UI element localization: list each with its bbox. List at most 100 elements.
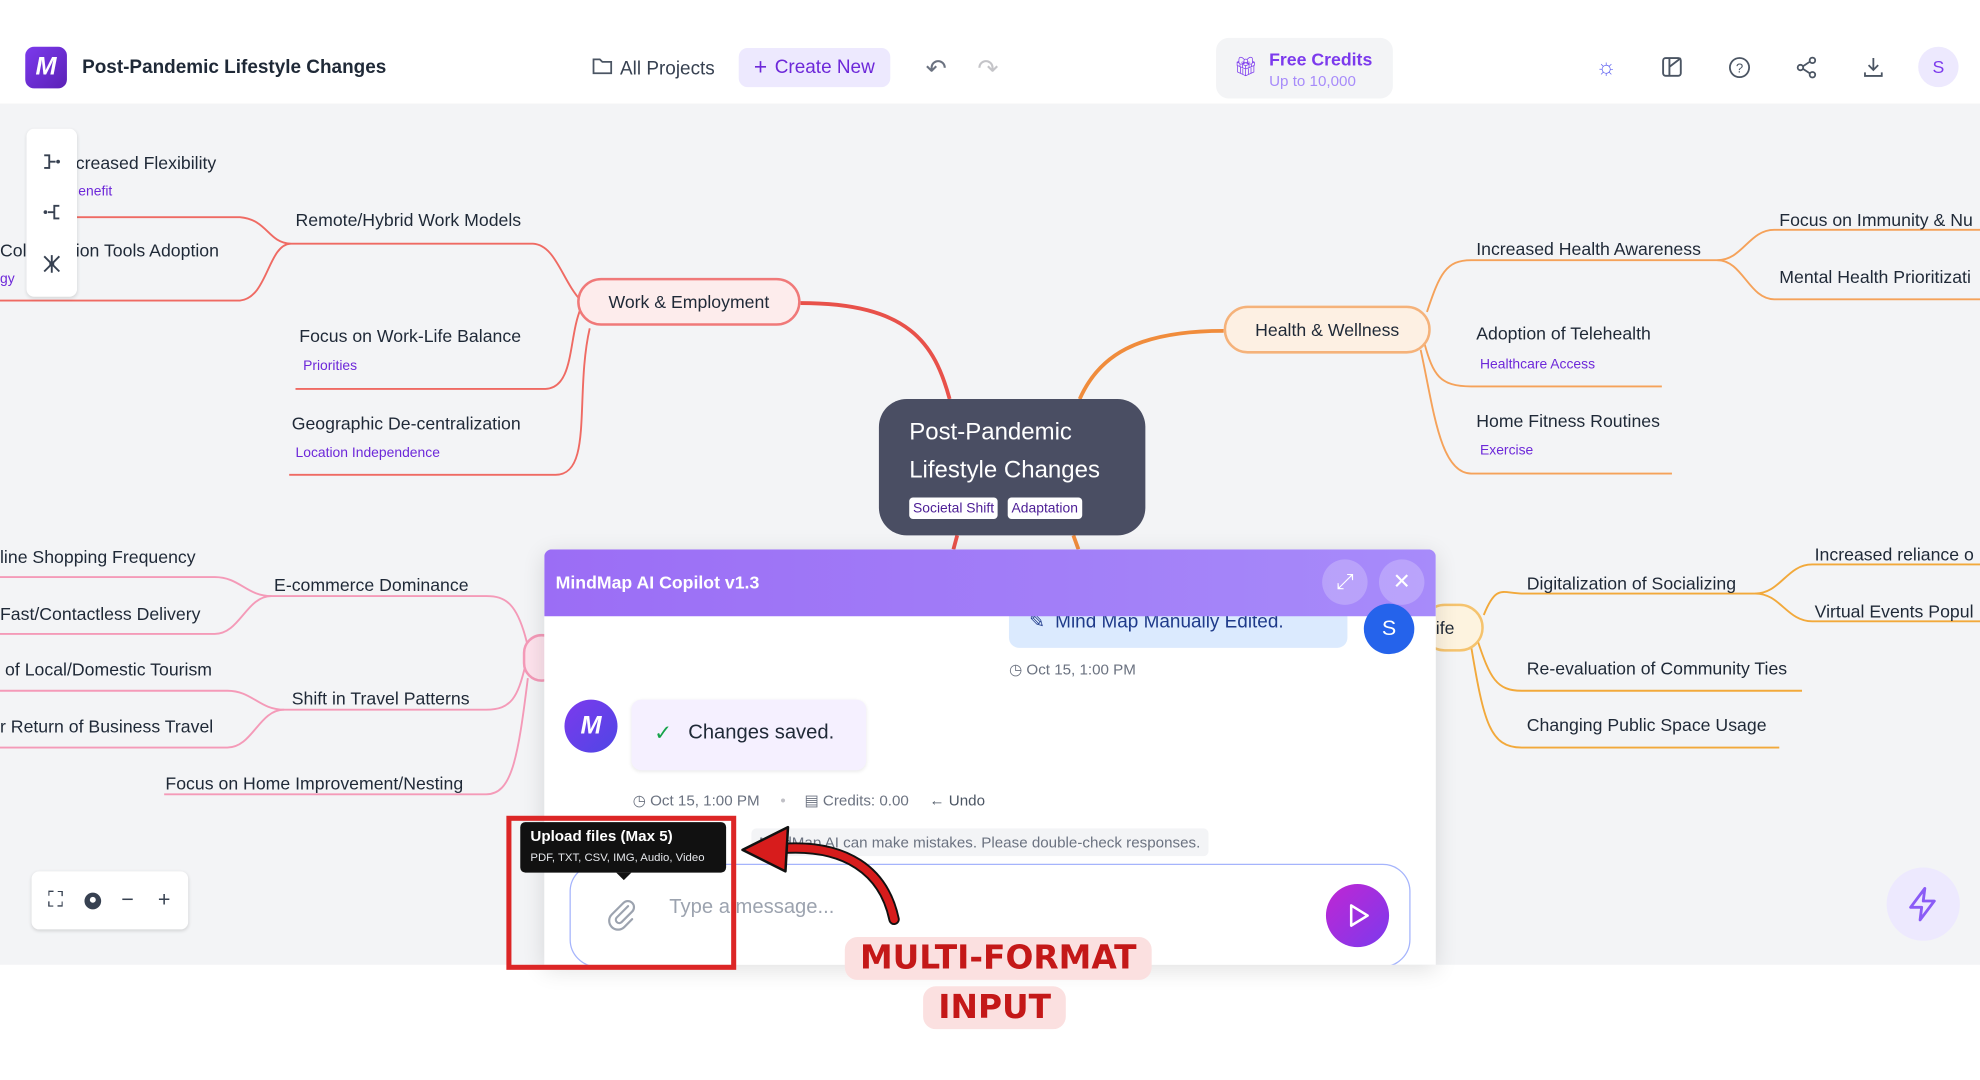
credits-subtitle: Up to 10,000 [1269,71,1356,90]
node-health-awareness[interactable]: Increased Health Awareness [1476,238,1701,259]
node-geo-decentralization[interactable]: Geographic De-centralization [291,412,521,434]
plus-icon: + [753,54,768,80]
gift-icon: 🎁︎ [1233,56,1258,79]
central-title: Post-Pandemic Lifestyle Changes [909,414,1100,490]
zoom-in-icon[interactable]: + [157,887,171,912]
zoom-out-icon[interactable]: − [121,887,134,912]
node-immunity[interactable]: Focus on Immunity & Nu [1779,209,1973,230]
node-work-life-balance[interactable]: Focus on Work-Life Balance [299,325,522,347]
node-ecommerce[interactable]: E-commerce Dominance [274,574,469,595]
top-bar: M Post-Pandemic Lifestyle Changes All Pr… [0,0,1980,104]
node-work-employment[interactable]: Work & Employment [577,277,801,326]
user-message-time: ◷ Oct 15, 1:00 PM [1009,660,1136,678]
copilot-panel: ✎ Mind Map Manually Edited. MindMap AI Co… [544,549,1436,965]
node-telehealth[interactable]: Adoption of Telehealth [1476,323,1651,344]
node-online-shopping[interactable]: line Shopping Frequency [0,546,196,567]
node-increased-flexibility[interactable]: creased Flexibility [75,152,217,174]
layout-right-icon[interactable] [39,149,64,174]
theme-sun-icon[interactable]: ☼ [1595,53,1617,79]
send-button[interactable] [1325,883,1390,948]
node-business-travel[interactable]: r Return of Business Travel [0,716,214,737]
svg-text:?: ? [1735,60,1742,75]
user-avatar[interactable]: S [1918,46,1959,88]
message-input[interactable] [669,892,1301,924]
copilot-header: MindMap AI Copilot v1.3 ⤢ ✕ [544,549,1436,617]
user-avatar-chat: S [1363,603,1415,655]
create-new-label: Create New [774,56,875,79]
layout-toolbar [26,128,78,297]
clock-icon: ◷ [1008,660,1027,679]
disclaimer: MindMap AI can make mistakes. Please dou… [751,828,1208,857]
free-credits-button[interactable]: 🎁︎ Free Credits Up to 10,000 [1216,37,1393,99]
copilot-title: MindMap AI Copilot v1.3 [555,572,760,593]
tooltip-formats: PDF, TXT, CSV, IMG, Audio, Video [530,851,705,864]
credits-used-text: Credits: 0.00 [822,791,909,810]
node-mental-health[interactable]: Mental Health Prioritizati [1779,266,1971,287]
tag-location-independence: Location Independence [295,445,440,461]
ai-message-time: ◷ Oct 15, 1:00 PM [633,792,760,810]
node-contactless-delivery[interactable]: Fast/Contactless Delivery [0,603,201,624]
node-home-fitness[interactable]: Home Fitness Routines [1476,410,1660,431]
all-projects-label: All Projects [620,57,715,79]
tag-adaptation: Adaptation [1007,497,1082,520]
help-icon[interactable]: ? [1725,53,1753,81]
credits-title: Free Credits [1269,49,1373,70]
upload-tooltip: Upload files (Max 5) PDF, TXT, CSV, IMG,… [520,822,727,881]
download-icon[interactable] [1859,53,1887,81]
layout-left-icon[interactable] [39,200,64,225]
create-new-button[interactable]: + Create New [738,47,890,88]
all-projects-button[interactable]: All Projects [592,57,715,80]
credits-used: ▤ Credits: 0.00 [804,792,908,810]
node-increased-reliance[interactable]: Increased reliance o [1814,544,1974,565]
central-title-line2: Lifestyle Changes [909,457,1100,484]
user-time-text: Oct 15, 1:00 PM [1026,660,1136,679]
zoom-toolbar: ⛶ − + [31,871,189,930]
tag-exercise: Exercise [1480,443,1534,459]
undo-icon[interactable]: ↶ [925,55,947,84]
clock-icon: ◷ [632,791,651,810]
node-community-ties[interactable]: Re-evaluation of Community Ties [1526,657,1788,679]
locate-icon[interactable] [78,886,106,914]
meta-separator: • [780,791,786,810]
central-node[interactable]: Post-Pandemic Lifestyle Changes Societal… [878,399,1146,536]
redo-icon[interactable]: ↷ [977,55,999,84]
close-icon[interactable]: ✕ [1378,559,1425,605]
user-message-text: Mind Map Manually Edited. [1055,611,1284,633]
layout-icon[interactable] [1658,53,1686,81]
node-public-space[interactable]: Changing Public Space Usage [1526,714,1767,735]
layout-radial-icon[interactable] [39,251,64,276]
folder-icon [592,57,613,80]
node-remote-hybrid[interactable]: Remote/Hybrid Work Models [295,209,522,230]
node-travel-patterns[interactable]: Shift in Travel Patterns [291,688,470,709]
node-domestic-tourism[interactable]: of Local/Domestic Tourism [5,659,213,680]
annotation-label-line1: MULTI-FORMAT [844,936,1152,980]
node-digital-socializing[interactable]: Digitalization of Socializing [1526,573,1737,594]
tooltip-title: Upload files (Max 5) [530,827,673,845]
edit-icon: ✎ [1029,611,1046,633]
app-logo[interactable]: M [25,46,67,89]
expand-icon[interactable]: ⤢ [1322,559,1368,605]
arrow-left-icon: ← [929,791,949,810]
ai-avatar: M [564,699,618,753]
undo-text: Undo [948,791,986,810]
node-virtual-events[interactable]: Virtual Events Popul [1814,601,1974,622]
node-health-wellness[interactable]: Health & Wellness [1223,305,1431,354]
ai-bolt-icon[interactable] [1886,867,1960,941]
ai-message-bubble: ✓ Changes saved. [631,699,867,771]
node-home-improvement[interactable]: Focus on Home Improvement/Nesting [165,772,464,794]
page-title[interactable]: Post-Pandemic Lifestyle Changes [82,56,387,79]
tag-technology: gy [0,271,15,287]
node-collab-tools[interactable]: ion Tools Adoption [75,239,219,261]
tag-benefit: enefit [78,184,113,200]
undo-button[interactable]: ← Undo [929,792,985,810]
tag-societal-shift: Societal Shift [909,497,998,520]
attach-file-icon[interactable] [605,897,638,941]
check-icon: ✓ [654,721,673,746]
central-title-line1: Post-Pandemic [909,419,1072,446]
node-collab-tools-prefix[interactable]: Coll [0,239,31,261]
ai-message-text: Changes saved. [688,722,835,744]
tag-priorities: Priorities [303,358,358,374]
share-icon[interactable] [1792,53,1820,81]
fit-screen-icon[interactable]: ⛶ [48,887,64,912]
annotation-highlight-box [506,815,737,970]
